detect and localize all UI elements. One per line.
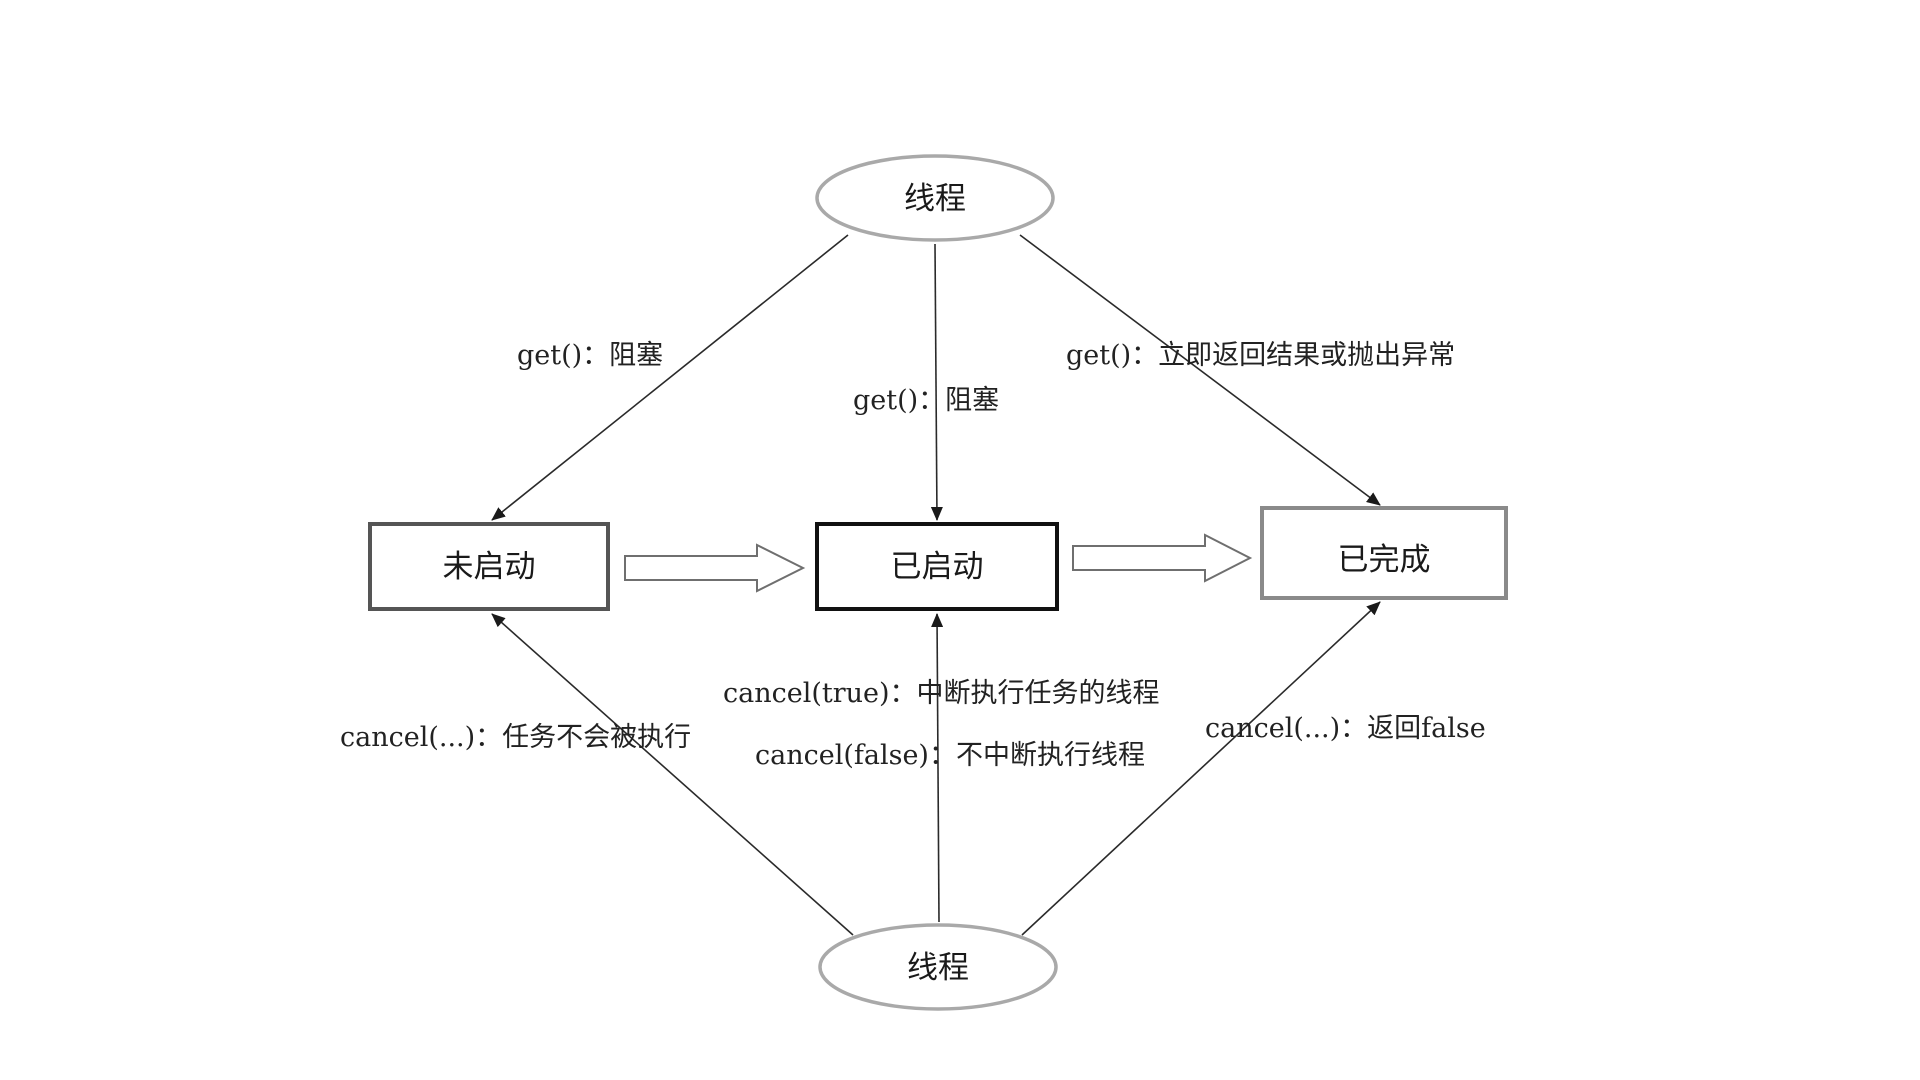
label-cancel-not-executed: cancel(...)：任务不会被执行	[340, 722, 691, 753]
state-started-label: 已启动	[891, 549, 984, 585]
edge-top-to-started	[930, 243, 943, 521]
thread-top-label: 线程	[904, 181, 966, 217]
edge-bottom-to-not-started	[491, 613, 854, 936]
edge-bottom-to-started	[931, 613, 944, 923]
state-started-box: 已启动	[815, 522, 1059, 611]
state-completed-label: 已完成	[1338, 542, 1431, 578]
edge-bottom-to-completed	[1021, 601, 1381, 936]
edge-top-to-completed	[1019, 234, 1381, 506]
label-cancel-return-false: cancel(...)：返回false	[1205, 713, 1486, 744]
thread-bottom-node: 线程	[818, 923, 1058, 1011]
state-completed-box: 已完成	[1260, 506, 1508, 600]
transition-arrow-not-started-to-started	[624, 543, 806, 593]
thread-top-node: 线程	[815, 154, 1055, 242]
state-not-started-label: 未启动	[443, 549, 536, 585]
transition-arrow-started-to-completed	[1072, 533, 1253, 583]
edge-top-to-not-started	[491, 234, 849, 521]
state-not-started-box: 未启动	[368, 522, 610, 611]
label-get-blocking-left: get()：阻塞	[517, 340, 663, 371]
thread-bottom-label: 线程	[907, 950, 969, 986]
label-cancel-true: cancel(true)：中断执行任务的线程	[723, 678, 1160, 709]
label-get-blocking-center: get()：阻塞	[853, 385, 999, 416]
label-cancel-false: cancel(false)：不中断执行线程	[755, 740, 1145, 771]
label-get-immediate: get()：立即返回结果或抛出异常	[1066, 340, 1455, 371]
